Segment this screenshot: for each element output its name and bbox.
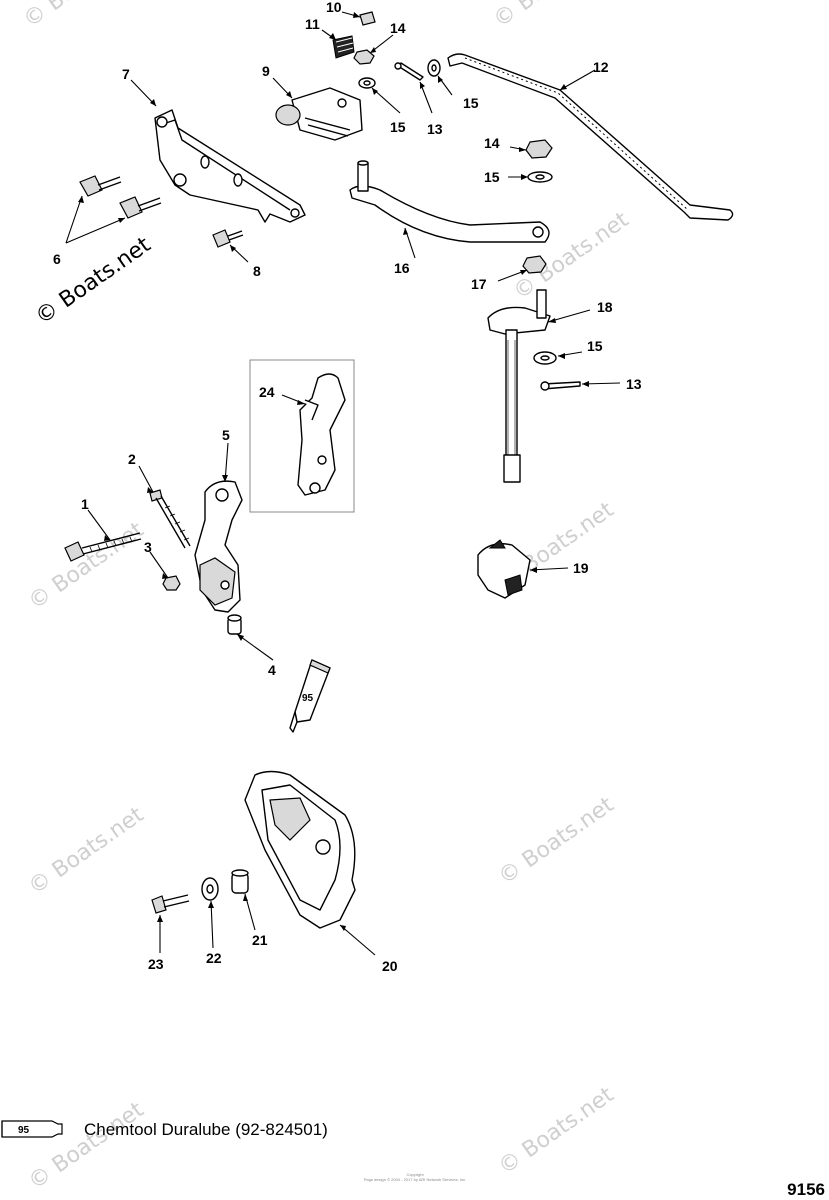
watermark: © Boats.net xyxy=(489,0,614,33)
watermark: © Boats.net xyxy=(24,517,149,615)
callout-3: 3 xyxy=(144,539,152,555)
callout-13: 13 xyxy=(427,121,443,137)
callout-18: 18 xyxy=(597,299,613,315)
callout-15: 15 xyxy=(484,169,500,185)
callout-15: 15 xyxy=(463,95,479,111)
legend-tube-icon: 95 xyxy=(1,1120,63,1138)
callout-1: 1 xyxy=(81,496,89,512)
part-17-nut xyxy=(522,255,547,274)
callout-14: 14 xyxy=(390,20,406,36)
part-12-rod xyxy=(447,53,734,221)
callout-24: 24 xyxy=(259,384,275,400)
part-1-bolt xyxy=(64,532,142,562)
part-20-cover xyxy=(244,770,356,929)
part-4-bushing xyxy=(227,614,242,635)
watermark: © Boats.net xyxy=(19,0,144,33)
part-9-housing xyxy=(275,87,363,141)
callout-15: 15 xyxy=(587,338,603,354)
part-21-spacer xyxy=(231,869,249,894)
callout-4: 4 xyxy=(268,662,276,678)
part-15-washer-right xyxy=(527,171,553,183)
legend-tube-label: 95 xyxy=(18,1125,30,1136)
callout-19: 19 xyxy=(573,560,589,576)
part-13-cotter-top xyxy=(394,62,424,81)
grease-tube-95: 95 xyxy=(289,659,331,733)
legend-text: Chemtool Duralube (92-824501) xyxy=(84,1120,328,1139)
part-2-screw xyxy=(149,489,191,549)
callout-10: 10 xyxy=(326,0,342,15)
figure-number: 9156 xyxy=(787,1180,825,1199)
part-13-cotter-mid xyxy=(540,381,581,391)
callout-15: 15 xyxy=(390,119,406,135)
part-11-spring xyxy=(332,35,355,59)
part-15-washer-top-2 xyxy=(427,59,441,77)
part-15-washer-mid xyxy=(533,351,557,365)
watermark: © Boats.net xyxy=(24,1097,149,1195)
part-22-washer xyxy=(201,877,219,901)
part-16-lever-arm xyxy=(349,160,550,243)
callout-14: 14 xyxy=(484,135,500,151)
callout-2: 2 xyxy=(128,451,136,467)
part-18-shaft xyxy=(487,289,551,483)
callout-5: 5 xyxy=(222,427,230,443)
inset-part-24 xyxy=(249,359,355,513)
callout-7: 7 xyxy=(122,66,130,82)
callout-6: 6 xyxy=(53,251,61,267)
copyright: Copyright Page design © 2004 - 2017 by A… xyxy=(330,1172,500,1182)
part-5-lever xyxy=(194,480,243,613)
leader-arrows xyxy=(78,12,589,931)
callout-20: 20 xyxy=(382,958,398,974)
callout-17: 17 xyxy=(471,276,487,292)
part-19-switch xyxy=(477,539,531,599)
callout-13: 13 xyxy=(626,376,642,392)
part-14-nut-top xyxy=(353,49,375,65)
callout-23: 23 xyxy=(148,956,164,972)
part-7-bracket xyxy=(154,109,306,223)
copyright-line-1: Copyright xyxy=(406,1172,424,1177)
callout-11: 11 xyxy=(305,16,320,32)
part-8-screw xyxy=(212,229,244,248)
callout-22: 22 xyxy=(206,950,222,966)
callout-9: 9 xyxy=(262,63,270,79)
callout-21: 21 xyxy=(252,932,268,948)
part-14-nut-right xyxy=(525,139,553,159)
callout-8: 8 xyxy=(253,263,261,279)
watermark: © Boats.net xyxy=(24,802,149,900)
callout-16: 16 xyxy=(394,260,410,276)
part-23-screw xyxy=(151,894,190,914)
part-10-screw xyxy=(359,11,376,26)
callout-labels: 10 11 14 9 7 15 13 15 12 14 15 6 8 16 17… xyxy=(53,0,642,974)
part-15-washer-top xyxy=(358,77,376,89)
callout-12: 12 xyxy=(593,59,609,75)
copyright-line-2: Page design © 2004 - 2017 by ARI Network… xyxy=(363,1177,467,1182)
part-3-nut xyxy=(162,575,181,591)
watermark: © Boats.net xyxy=(494,792,619,890)
part-6-screw xyxy=(79,175,162,219)
watermark: © Boats.net xyxy=(494,1082,619,1180)
tube-label: 95 xyxy=(302,693,314,704)
watermark-main: © Boats.net xyxy=(31,232,156,330)
